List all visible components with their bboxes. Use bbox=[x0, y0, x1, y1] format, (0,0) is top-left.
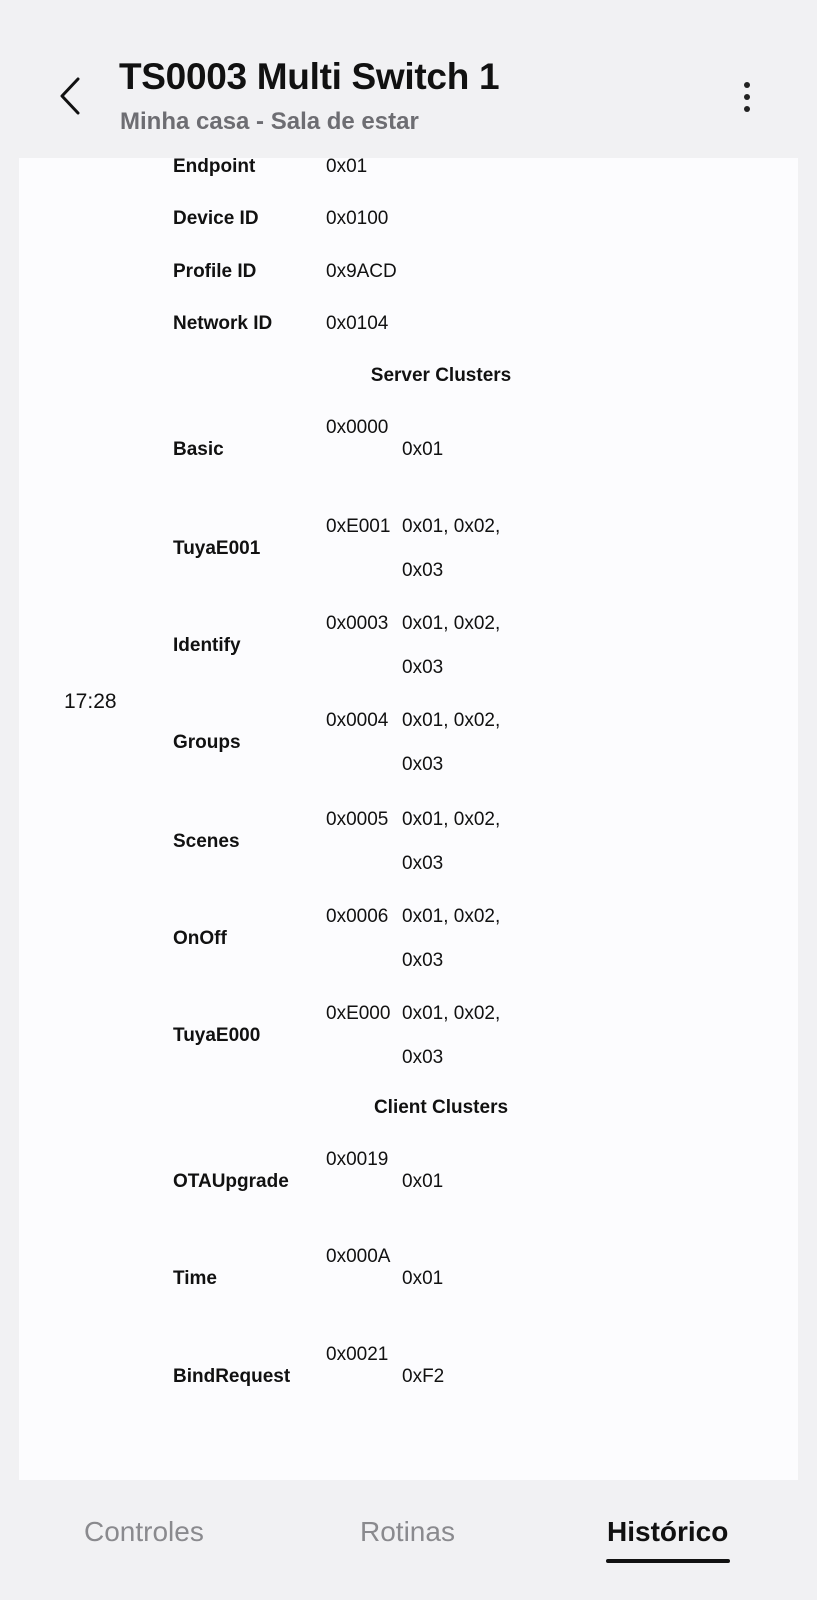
cluster-endpoints: 0x01, 0x02, 0x03 bbox=[402, 710, 501, 775]
info-label: Endpoint bbox=[173, 156, 256, 177]
cluster-name: Scenes bbox=[173, 831, 240, 852]
page-subtitle: Minha casa - Sala de estar bbox=[120, 108, 419, 135]
cluster-endpoints: 0x01, 0x02, 0x03 bbox=[402, 613, 501, 678]
cluster-endpoints: 0x01, 0x02, 0x03 bbox=[402, 1003, 501, 1068]
more-vertical-icon bbox=[744, 82, 750, 88]
cluster-id: 0x0005 bbox=[326, 809, 389, 830]
cluster-row: Scenes 0x0005 0x01, 0x02, 0x03 bbox=[19, 798, 798, 886]
cluster-endpoints: 0x01 bbox=[402, 1268, 444, 1289]
info-row-device-id: Device ID 0x0100 bbox=[19, 192, 798, 245]
cluster-row: Groups 0x0004 0x01, 0x02, 0x03 bbox=[19, 699, 798, 787]
info-value: 0x0104 bbox=[326, 313, 389, 334]
cluster-row: Basic 0x0000 0x01 bbox=[19, 406, 798, 494]
info-row-endpoint: Endpoint 0x01 bbox=[19, 140, 798, 193]
tab-controles[interactable]: Controles bbox=[84, 1516, 204, 1547]
cluster-name: Identify bbox=[173, 635, 241, 656]
cluster-row: TuyaE001 0xE001 0x01, 0x02, 0x03 bbox=[19, 505, 798, 593]
cluster-id: 0x0003 bbox=[326, 613, 389, 634]
info-row-profile-id: Profile ID 0x9ACD bbox=[19, 245, 798, 298]
cluster-name: TuyaE000 bbox=[173, 1025, 261, 1046]
info-value: 0x01 bbox=[326, 156, 368, 177]
server-clusters-heading: Server Clusters bbox=[370, 365, 512, 386]
info-value: 0x9ACD bbox=[326, 261, 397, 282]
more-dot bbox=[744, 94, 750, 100]
cluster-name: Time bbox=[173, 1268, 218, 1289]
cluster-row: OTAUpgrade 0x0019 0x01 bbox=[19, 1138, 798, 1226]
cluster-row: OnOff 0x0006 0x01, 0x02, 0x03 bbox=[19, 895, 798, 983]
tab-rotinas[interactable]: Rotinas bbox=[360, 1516, 455, 1547]
chevron-left-icon bbox=[60, 77, 80, 115]
cluster-name: Groups bbox=[173, 732, 241, 753]
more-options-button[interactable] bbox=[728, 76, 766, 118]
active-tab-indicator bbox=[606, 1559, 730, 1563]
page-title: TS0003 Multi Switch 1 bbox=[119, 56, 500, 97]
cluster-endpoints: 0x01, 0x02, 0x03 bbox=[402, 906, 501, 971]
info-label: Profile ID bbox=[173, 261, 257, 282]
history-card: 17:28 Endpoint 0x01 Device ID 0x0100 Pro… bbox=[19, 156, 798, 1480]
info-row-network-id: Network ID 0x0104 bbox=[19, 297, 798, 350]
cluster-id: 0x0021 bbox=[326, 1344, 389, 1365]
cluster-name: BindRequest bbox=[173, 1366, 291, 1387]
cluster-id: 0x0019 bbox=[326, 1149, 389, 1170]
cluster-endpoints: 0x01, 0x02, 0x03 bbox=[402, 809, 501, 874]
cluster-row: BindRequest 0x0021 0xF2 bbox=[19, 1333, 798, 1421]
cluster-id: 0x000A bbox=[326, 1246, 391, 1267]
cluster-id: 0x0006 bbox=[326, 906, 389, 927]
more-dot bbox=[744, 106, 750, 112]
cluster-id: 0x0000 bbox=[326, 417, 389, 438]
cluster-id: 0xE000 bbox=[326, 1003, 391, 1024]
bottom-tab-bar: Controles Rotinas Histórico bbox=[0, 1480, 817, 1600]
info-label: Network ID bbox=[173, 313, 273, 334]
app-header: TS0003 Multi Switch 1 Minha casa - Sala … bbox=[0, 0, 817, 158]
cluster-row: Identify 0x0003 0x01, 0x02, 0x03 bbox=[19, 602, 798, 690]
cluster-row: Time 0x000A 0x01 bbox=[19, 1235, 798, 1323]
back-button[interactable] bbox=[52, 72, 88, 120]
cluster-name: OTAUpgrade bbox=[173, 1171, 289, 1192]
event-timestamp: 17:28 bbox=[64, 690, 117, 713]
cluster-id: 0x0004 bbox=[326, 710, 389, 731]
cluster-name: TuyaE001 bbox=[173, 538, 261, 559]
cluster-row: TuyaE000 0xE000 0x01, 0x02, 0x03 bbox=[19, 992, 798, 1080]
cluster-endpoints: 0x01 bbox=[402, 439, 444, 460]
info-label: Device ID bbox=[173, 208, 259, 229]
cluster-endpoints: 0x01, 0x02, 0x03 bbox=[402, 516, 501, 581]
cluster-name: OnOff bbox=[173, 928, 227, 949]
cluster-name: Basic bbox=[173, 439, 224, 460]
info-value: 0x0100 bbox=[326, 208, 389, 229]
cluster-endpoints: 0xF2 bbox=[402, 1366, 445, 1387]
cluster-id: 0xE001 bbox=[326, 516, 391, 537]
tab-historico[interactable]: Histórico bbox=[607, 1516, 729, 1547]
client-clusters-heading: Client Clusters bbox=[373, 1097, 509, 1118]
cluster-endpoints: 0x01 bbox=[402, 1171, 444, 1192]
